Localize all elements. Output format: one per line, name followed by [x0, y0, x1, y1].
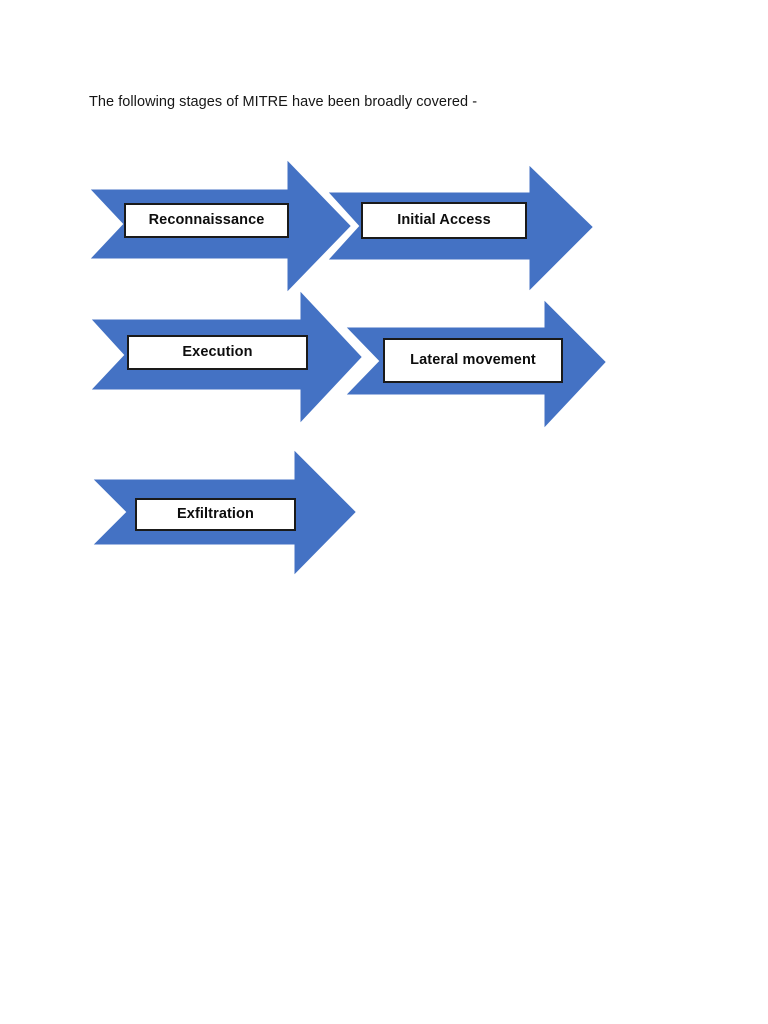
intro-paragraph: The following stages of MITRE have been … [89, 94, 478, 110]
stage-label-box-reconnaissance[interactable]: Reconnaissance [124, 203, 289, 238]
stage-label-box-initial-access[interactable]: Initial Access [361, 202, 527, 239]
stage-label-text: Reconnaissance [148, 212, 265, 229]
stage-label-box-lateral-movement[interactable]: Lateral movement [383, 338, 563, 383]
stage-label-text: Lateral movement [410, 352, 536, 369]
stage-label-text: Initial Access [397, 212, 491, 229]
stage-label-text: Exfiltration [177, 506, 254, 523]
stage-label-box-execution[interactable]: Execution [127, 335, 308, 370]
stage-label-box-exfiltration[interactable]: Exfiltration [135, 498, 296, 531]
stage-label-text: Execution [182, 344, 253, 361]
